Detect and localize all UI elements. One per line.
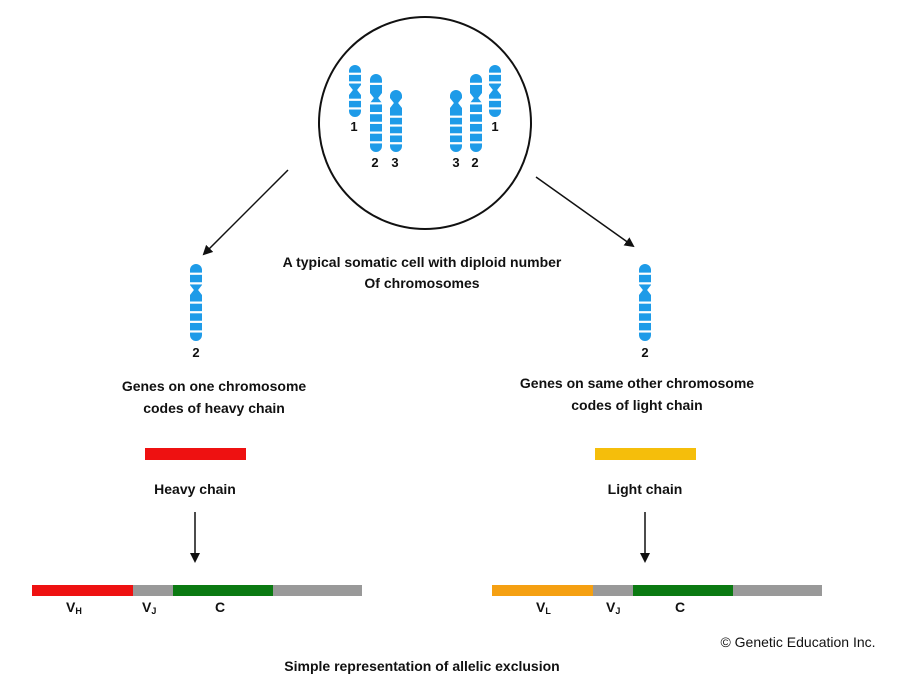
light-c-label: C (675, 599, 685, 615)
light-chromosome-number: 2 (641, 345, 648, 360)
heavy-description-line1: Genes on one chromosome (122, 378, 307, 394)
chromosome-right-1 (489, 65, 501, 117)
chromosome-number-left-2: 2 (371, 155, 378, 170)
arrow-to-heavy-chromosome (202, 169, 289, 256)
light-description-line1: Genes on same other chromosome (520, 375, 754, 391)
cell-caption-line2: Of chromosomes (364, 275, 479, 291)
chromosome-number-left-3: 3 (391, 155, 398, 170)
single-chromosomes (190, 264, 651, 341)
cell-chromosomes (349, 65, 501, 152)
light-tail-segment (733, 585, 822, 596)
heavy-chain-label: Heavy chain (154, 481, 236, 497)
heavy-v-label: VH (66, 599, 82, 616)
chromosome-right-3 (450, 90, 462, 152)
light-chain-bar (595, 448, 696, 460)
light-j-label: VJ (606, 599, 620, 616)
chromosome-left-1 (349, 65, 361, 117)
light-description-line2: codes of light chain (571, 397, 702, 413)
footer-caption: Simple representation of allelic exclusi… (284, 658, 559, 674)
copyright-text: © Genetic Education Inc. (720, 634, 875, 650)
chromosome-number-right-1: 1 (491, 119, 498, 134)
heavy-v-segment (32, 585, 133, 596)
light-chain-label: Light chain (608, 481, 683, 497)
heavy-chain-bar (145, 448, 246, 460)
heavy-j-segment (133, 585, 173, 596)
heavy-chromosome-number: 2 (192, 345, 199, 360)
light-chromosome (639, 264, 651, 341)
chromosome-left-2 (370, 74, 382, 152)
heavy-chromosome (190, 264, 202, 341)
light-c-segment (633, 585, 733, 596)
light-v-segment (492, 585, 593, 596)
chromosome-number-right-3: 3 (452, 155, 459, 170)
heavy-c-label: C (215, 599, 225, 615)
heavy-j-label: VJ (142, 599, 156, 616)
chromosome-number-right-2: 2 (471, 155, 478, 170)
cell-caption-line1: A typical somatic cell with diploid numb… (283, 254, 562, 270)
arrow-to-light-chromosome (535, 176, 635, 248)
chromosome-number-left-1: 1 (350, 119, 357, 134)
light-j-segment (593, 585, 633, 596)
light-v-label: VL (536, 599, 551, 616)
heavy-description-line2: codes of heavy chain (143, 400, 285, 416)
chromosome-right-2 (470, 74, 482, 152)
somatic-cell (318, 16, 532, 230)
heavy-c-segment (173, 585, 273, 596)
heavy-tail-segment (273, 585, 362, 596)
chromosome-left-3 (390, 90, 402, 152)
